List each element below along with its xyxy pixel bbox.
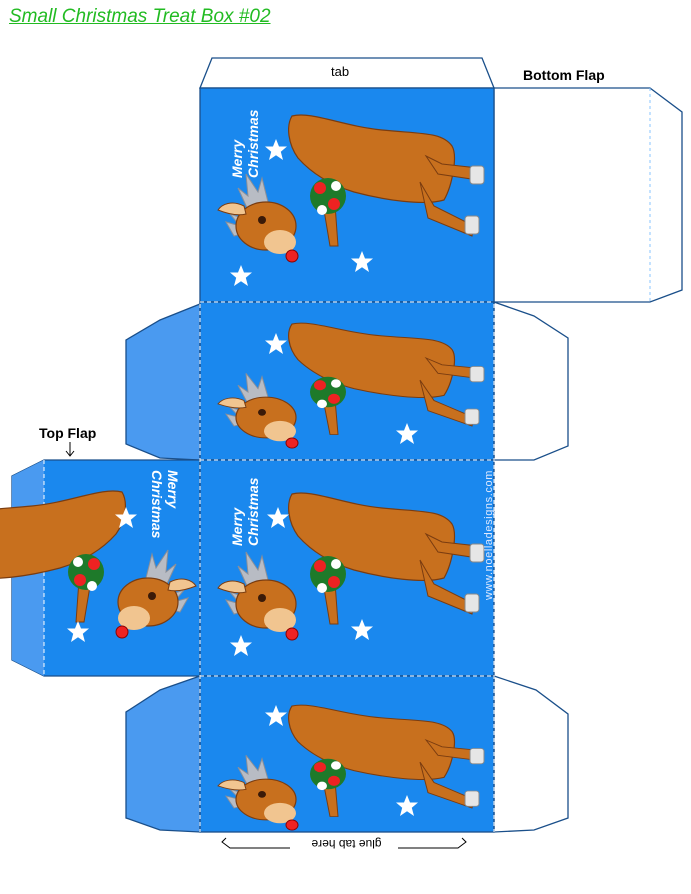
website-credit: www.noelladesigns.com: [483, 470, 495, 600]
glue-tab-bracket: [221, 837, 467, 849]
greeting-line-1: Merry: [165, 470, 181, 509]
bottom-flap-shape[interactable]: [493, 87, 683, 303]
side-flap-right-2[interactable]: [493, 675, 569, 833]
glue-tab-label: glue tab here: [311, 837, 382, 851]
tab-label: tab: [331, 64, 350, 79]
side-flap-right-1[interactable]: [493, 301, 569, 461]
greeting-line-2: Christmas: [245, 109, 261, 178]
arrow-down-icon: [65, 442, 75, 457]
greeting-line-2: Christmas: [149, 470, 165, 539]
greeting-line-1: Merry: [229, 139, 245, 178]
page-title: Small Christmas Treat Box #02: [9, 6, 271, 27]
greeting-line-2: Christmas: [245, 477, 261, 546]
side-flap-left-1[interactable]: [125, 303, 201, 461]
bottom-flap-label: Bottom Flap: [523, 67, 605, 83]
greeting-line-1: Merry: [229, 507, 245, 546]
side-flap-left-2[interactable]: [125, 675, 201, 833]
top-flap-label: Top Flap: [39, 425, 97, 441]
